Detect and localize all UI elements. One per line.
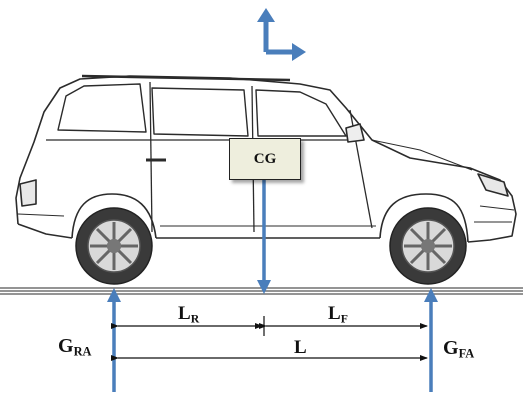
rear-axle-reaction-arrow xyxy=(107,288,121,392)
rear-distance-label: LR xyxy=(178,304,199,325)
front-axle-load-main: G xyxy=(443,337,459,359)
rear-axle-load-main: G xyxy=(58,335,74,357)
dimension-lines xyxy=(111,316,428,361)
rear-axle-load-sub: RA xyxy=(73,344,92,359)
front-wheel xyxy=(389,207,467,285)
rear-axle-load-label: GRA xyxy=(58,336,91,358)
front-distance-label: LF xyxy=(328,304,348,325)
front-axle-load-sub: FA xyxy=(458,346,475,361)
center-of-gravity-box: CG xyxy=(229,138,301,180)
front-axle-reaction-arrow xyxy=(424,288,438,392)
cg-label: CG xyxy=(253,150,277,167)
rear-distance-sub: R xyxy=(190,312,200,326)
rear-distance-main: L xyxy=(178,303,191,324)
front-distance-sub: F xyxy=(340,312,348,326)
rear-wheel xyxy=(75,207,153,285)
vehicle-side-view xyxy=(15,74,517,243)
front-axle-load-label: GFA xyxy=(443,338,474,360)
cg-weight-arrow xyxy=(257,178,271,294)
front-distance-main: L xyxy=(328,303,341,324)
coordinate-axes-icon xyxy=(257,8,306,61)
wheelbase-label: L xyxy=(294,337,307,358)
